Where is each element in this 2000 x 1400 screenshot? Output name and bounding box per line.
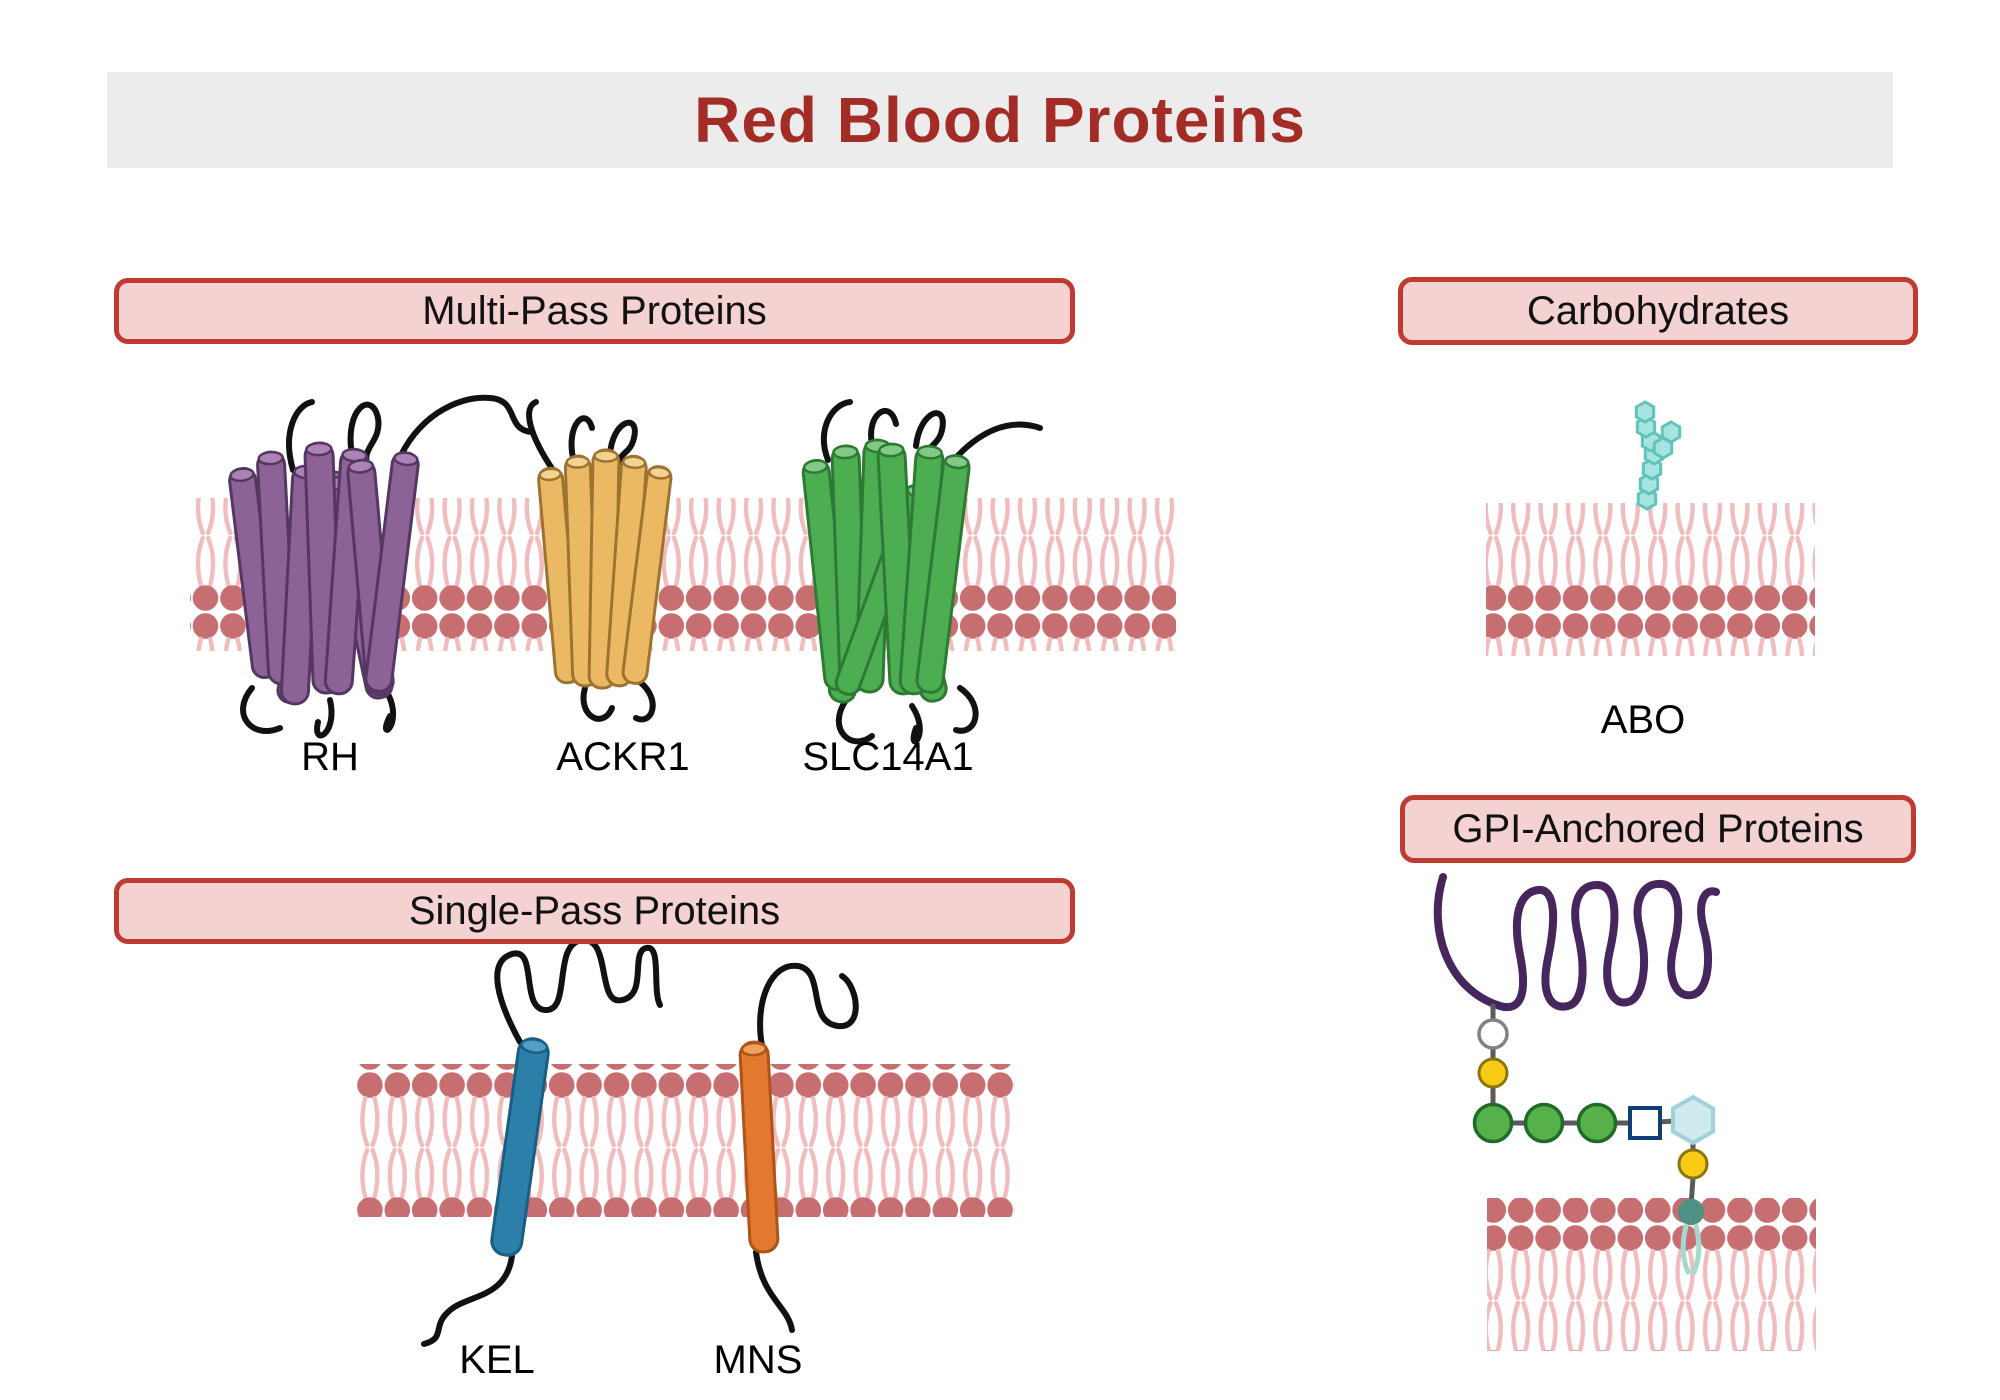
gpi-lipid-bilayer [1487,1198,1816,1351]
section-label-carbohydrates: Carbohydrates [1398,277,1918,345]
rh-protein-bundle [228,394,535,739]
abo-glycan-chain [1634,400,1682,511]
section-label-text: Carbohydrates [1526,288,1790,333]
section-label-multi-pass: Multi-Pass Proteins [114,278,1075,344]
gpi-sugar-green-circle [1576,1102,1618,1144]
section-label-text: GPI-Anchored Proteins [1452,806,1864,851]
protein-label-rh: RH [301,735,359,779]
ackr1-protein-bundle [526,399,673,723]
gpi-sugar-white-circle [1477,1018,1509,1050]
section-label-single-pass: Single-Pass Proteins [114,878,1075,944]
section-label-text: Multi-Pass Proteins [422,288,767,333]
abo-lipid-bilayer [1486,503,1815,656]
mns-protein [738,962,859,1333]
gpi-sugar-yellow-circle [1477,1057,1509,1089]
section-label-text: Single-Pass Proteins [408,888,781,933]
gpi-membrane-anchor [1677,1198,1705,1275]
gpi-sugar-hexagon [1671,1095,1715,1145]
gpi-sugar-split-square [1628,1106,1662,1140]
gpi-sugar-green-circle [1472,1102,1514,1144]
protein-label-slc14a1: SLC14A1 [802,735,974,779]
gpi-sugar-yellow-circle [1677,1148,1709,1180]
protein-label-mns: MNS [713,1338,803,1382]
section-label-gpi: GPI-Anchored Proteins [1400,795,1916,863]
gpi-protein-coil [1433,873,1720,1012]
singlepass-lipid-bilayer [357,1064,1015,1217]
gpi-anchored-protein [1433,873,1720,1275]
protein-label-abo: ABO [1600,698,1686,742]
slc14a1-protein-bundle [801,399,1043,745]
protein-label-kel: KEL [459,1338,535,1382]
title-banner: Red Blood Proteins [107,72,1893,168]
gpi-sugar-green-circle [1523,1102,1565,1144]
protein-label-ackr1: ACKR1 [556,735,690,779]
page-title: Red Blood Proteins [694,84,1306,156]
